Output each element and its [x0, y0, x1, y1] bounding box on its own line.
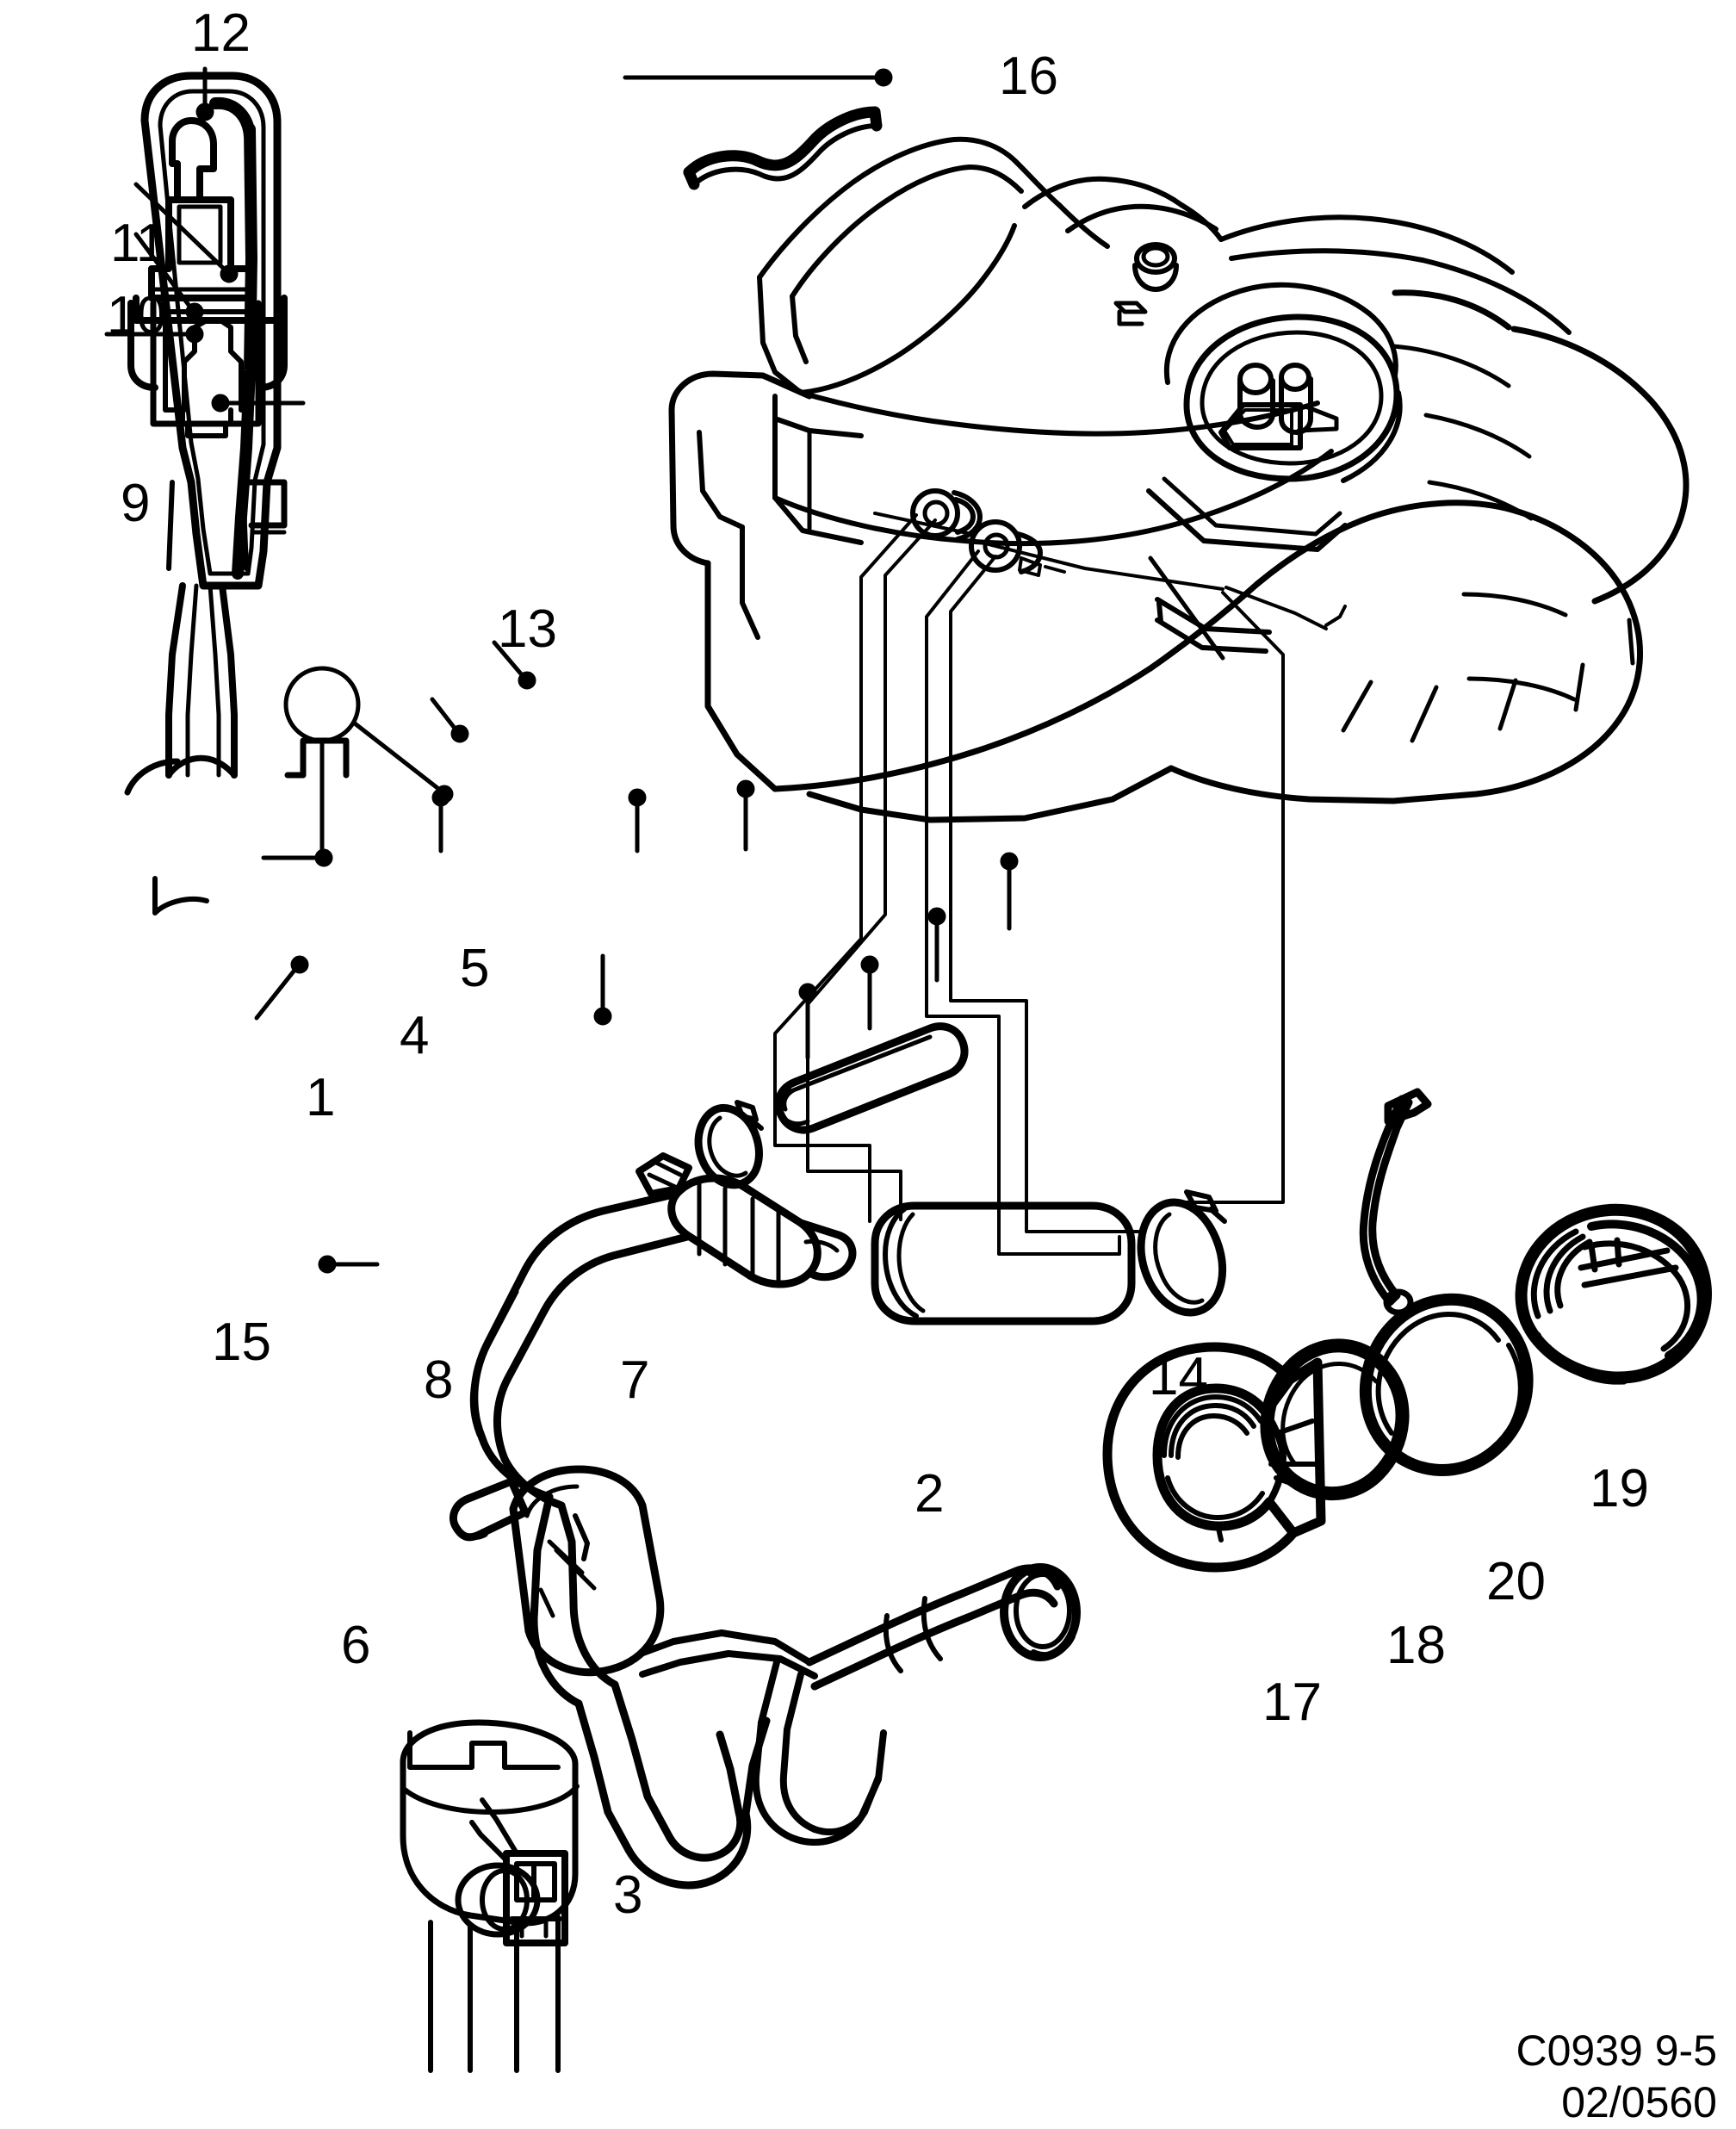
hose-clamp-large [1137, 1189, 1227, 1317]
callout-20[interactable]: 20 [1486, 1552, 1546, 1611]
callout-8[interactable]: 8 [424, 1350, 454, 1410]
fuel-filler-cap [1515, 1203, 1712, 1385]
callout-15[interactable]: 15 [212, 1313, 271, 1372]
callout-2[interactable]: 2 [914, 1464, 945, 1524]
retaining-clip [683, 106, 883, 190]
callout-1[interactable]: 1 [306, 1068, 336, 1127]
assembly-reference-lines [773, 513, 1285, 1256]
fuel-tank [668, 136, 1690, 823]
cap-tether-ring [1359, 1088, 1534, 1476]
callout-13[interactable]: 13 [498, 599, 557, 659]
callout-11[interactable]: 11 [110, 214, 166, 273]
callout-7[interactable]: 7 [620, 1350, 650, 1410]
callout-17[interactable]: 17 [1262, 1673, 1322, 1732]
sender-unit-detail-view [124, 71, 350, 916]
callout-leaders [104, 66, 1019, 1274]
callout-6[interactable]: 6 [341, 1616, 371, 1675]
callout-14[interactable]: 14 [1149, 1347, 1208, 1406]
callout-3[interactable]: 3 [613, 1865, 643, 1925]
callout-5[interactable]: 5 [460, 939, 490, 998]
callout-18[interactable]: 18 [1386, 1616, 1446, 1675]
vent-hose-upper [774, 1022, 969, 1134]
hose-clamp-small [694, 1100, 764, 1189]
callout-12[interactable]: 12 [191, 3, 251, 63]
filler-hose [871, 1201, 1136, 1325]
filler-pipe-assembly [400, 1152, 1081, 2073]
drawing-revision: 02/0560 [1561, 2078, 1717, 2126]
callout-4[interactable]: 4 [400, 1006, 430, 1065]
callout-16[interactable]: 16 [999, 47, 1058, 106]
callout-19[interactable]: 19 [1590, 1459, 1649, 1518]
o-ring-seal [1260, 1338, 1410, 1500]
drawing-number: C0939 9-5 [1516, 2027, 1718, 2075]
callout-9[interactable]: 9 [121, 474, 151, 533]
callout-10[interactable]: 10 [107, 286, 166, 345]
